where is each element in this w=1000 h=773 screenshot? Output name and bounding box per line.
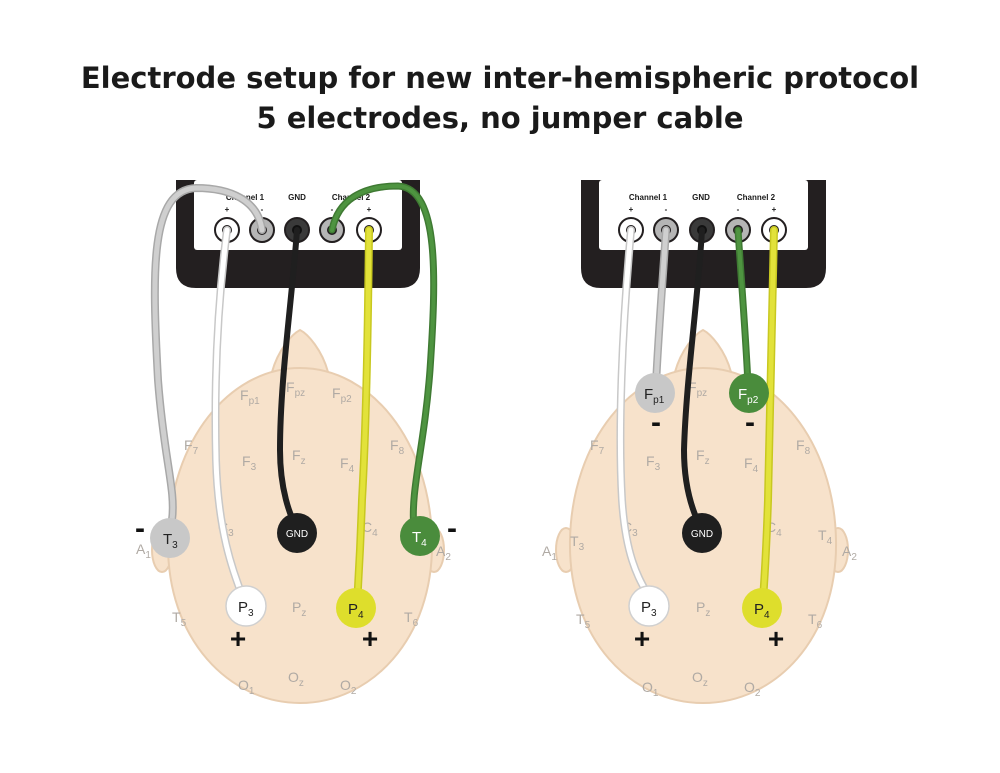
site-fz: Fz bbox=[292, 447, 306, 467]
plus-sign-p3-left: + bbox=[230, 623, 246, 654]
lead-gray-right-core bbox=[653, 227, 669, 388]
lead-yellow-left-core bbox=[354, 227, 372, 608]
site-fpz: Fpz bbox=[286, 379, 305, 399]
leads-left bbox=[150, 182, 438, 609]
site-a1-r: A1 bbox=[542, 543, 557, 563]
ch2-plus-left: + bbox=[367, 205, 372, 214]
diagram-title: Electrode setup for new inter-hemispheri… bbox=[0, 58, 1000, 138]
site-t5-r: T5 bbox=[576, 611, 591, 631]
site-o1: O1 bbox=[238, 677, 255, 697]
leads-right bbox=[616, 226, 778, 604]
electrode-gnd-left[interactable]: GND bbox=[277, 513, 317, 553]
lead-white-left-core bbox=[213, 227, 247, 603]
left-panel: Fp1 Fpz Fp2 F7 F3 Fz F4 F8 C3 C4 A1 A2 T… bbox=[135, 180, 457, 705]
ch2-minus-right: - bbox=[737, 205, 740, 214]
title-line-1: Electrode setup for new inter-hemispheri… bbox=[80, 61, 920, 95]
channel2-label-right: Channel 2 bbox=[737, 193, 776, 202]
ch1-plus-right: + bbox=[629, 205, 634, 214]
head-nose-right bbox=[673, 328, 733, 373]
electrode-p4-left[interactable]: P4 bbox=[336, 588, 376, 628]
site-a1: A1 bbox=[136, 541, 151, 561]
gnd-label-right: GND bbox=[692, 193, 710, 202]
svg-text:P4: P4 bbox=[348, 601, 364, 621]
site-o1-r: O1 bbox=[642, 679, 659, 699]
svg-text:Fp2: Fp2 bbox=[738, 386, 759, 406]
ch1-plus-left: + bbox=[225, 205, 230, 214]
electrode-p4-right[interactable]: P4 bbox=[742, 588, 782, 628]
head-nose-left bbox=[270, 328, 330, 373]
site-c4: C4 bbox=[362, 519, 378, 539]
svg-text:P4: P4 bbox=[754, 601, 770, 621]
svg-text:P3: P3 bbox=[238, 599, 254, 619]
svg-text:T4: T4 bbox=[412, 529, 427, 549]
site-t4-r: T4 bbox=[818, 527, 833, 547]
site-pz-r: Pz bbox=[696, 599, 710, 619]
electrode-fp2-right[interactable]: Fp2 bbox=[729, 373, 769, 413]
title-line-2: 5 electrodes, no jumper cable bbox=[256, 101, 744, 135]
minus-sign-fp2-right: - bbox=[745, 406, 755, 439]
site-labels-left: Fp1 Fpz Fp2 F7 F3 Fz F4 F8 C3 C4 A1 A2 T… bbox=[136, 379, 451, 697]
site-f7-r: F7 bbox=[590, 437, 605, 457]
lead-white-right-core bbox=[617, 227, 651, 598]
site-f4-r: F4 bbox=[744, 455, 759, 475]
site-a2: A2 bbox=[436, 543, 451, 563]
site-t5: T5 bbox=[172, 609, 187, 629]
site-fp1: Fp1 bbox=[240, 387, 260, 407]
site-o2: O2 bbox=[340, 677, 357, 697]
site-c4-r: C4 bbox=[766, 519, 782, 539]
minus-sign-t3-left: - bbox=[135, 512, 145, 545]
svg-text:T3: T3 bbox=[163, 531, 178, 551]
site-labels-right: Fpz F7 F3 Fz F4 F8 C3 C4 T3 T4 A1 A2 T5 … bbox=[542, 379, 857, 699]
site-f4: F4 bbox=[340, 455, 355, 475]
site-pz: Pz bbox=[292, 599, 306, 619]
site-f8: F8 bbox=[390, 437, 405, 457]
svg-text:GND: GND bbox=[286, 529, 308, 540]
site-f3-r: F3 bbox=[646, 453, 661, 473]
device-panel-right bbox=[599, 180, 808, 250]
electrode-gnd-right[interactable]: GND bbox=[682, 513, 722, 553]
minus-sign-fp1-right: - bbox=[651, 406, 661, 439]
lead-green-left-core bbox=[330, 183, 436, 532]
site-a2-r: A2 bbox=[842, 543, 857, 563]
site-oz-r: Oz bbox=[692, 669, 708, 689]
site-t6: T6 bbox=[404, 609, 419, 629]
site-t3-r: T3 bbox=[570, 533, 585, 553]
ch1-minus-left: - bbox=[261, 205, 264, 214]
ch1-minus-right: - bbox=[665, 205, 668, 214]
amplifier-right: Channel 1 GND Channel 2 + - - + bbox=[581, 180, 826, 288]
site-o2-r: O2 bbox=[744, 679, 761, 699]
channel1-label-right: Channel 1 bbox=[629, 193, 668, 202]
site-fz-r: Fz bbox=[696, 447, 710, 467]
lead-green-right-core bbox=[736, 228, 750, 387]
plus-sign-p4-right: + bbox=[768, 623, 784, 654]
lead-gray-left-core bbox=[152, 185, 265, 523]
electrode-t3-left[interactable]: T3 bbox=[150, 518, 190, 558]
electrode-p3-right[interactable]: P3 bbox=[628, 585, 670, 627]
site-fpz-r: Fpz bbox=[688, 379, 707, 399]
site-f8-r: F8 bbox=[796, 437, 811, 457]
minus-sign-t4-left: - bbox=[447, 512, 457, 545]
lead-black-right bbox=[680, 227, 705, 533]
electrode-fp1-right[interactable]: Fp1 bbox=[635, 373, 675, 413]
electrode-p3-left[interactable]: P3 bbox=[225, 585, 267, 627]
ch2-minus-left: - bbox=[331, 205, 334, 214]
plus-sign-p3-right: + bbox=[634, 623, 650, 654]
electrode-t4-left[interactable]: T4 bbox=[400, 516, 440, 556]
site-t6-r: T6 bbox=[808, 611, 823, 631]
lead-black-left bbox=[276, 227, 300, 533]
site-f7: F7 bbox=[184, 437, 199, 457]
svg-text:P3: P3 bbox=[641, 599, 657, 619]
right-panel: Fpz F7 F3 Fz F4 F8 C3 C4 T3 T4 A1 A2 T5 … bbox=[542, 180, 857, 705]
gnd-label-left: GND bbox=[288, 193, 306, 202]
svg-text:GND: GND bbox=[691, 529, 713, 540]
site-f3: F3 bbox=[242, 453, 257, 473]
ch2-plus-right: + bbox=[772, 205, 777, 214]
site-fp2: Fp2 bbox=[332, 385, 352, 405]
plus-sign-p4-left: + bbox=[362, 623, 378, 654]
site-oz: Oz bbox=[288, 669, 304, 689]
lead-yellow-right-core bbox=[760, 227, 777, 603]
svg-text:Fp1: Fp1 bbox=[644, 386, 665, 406]
